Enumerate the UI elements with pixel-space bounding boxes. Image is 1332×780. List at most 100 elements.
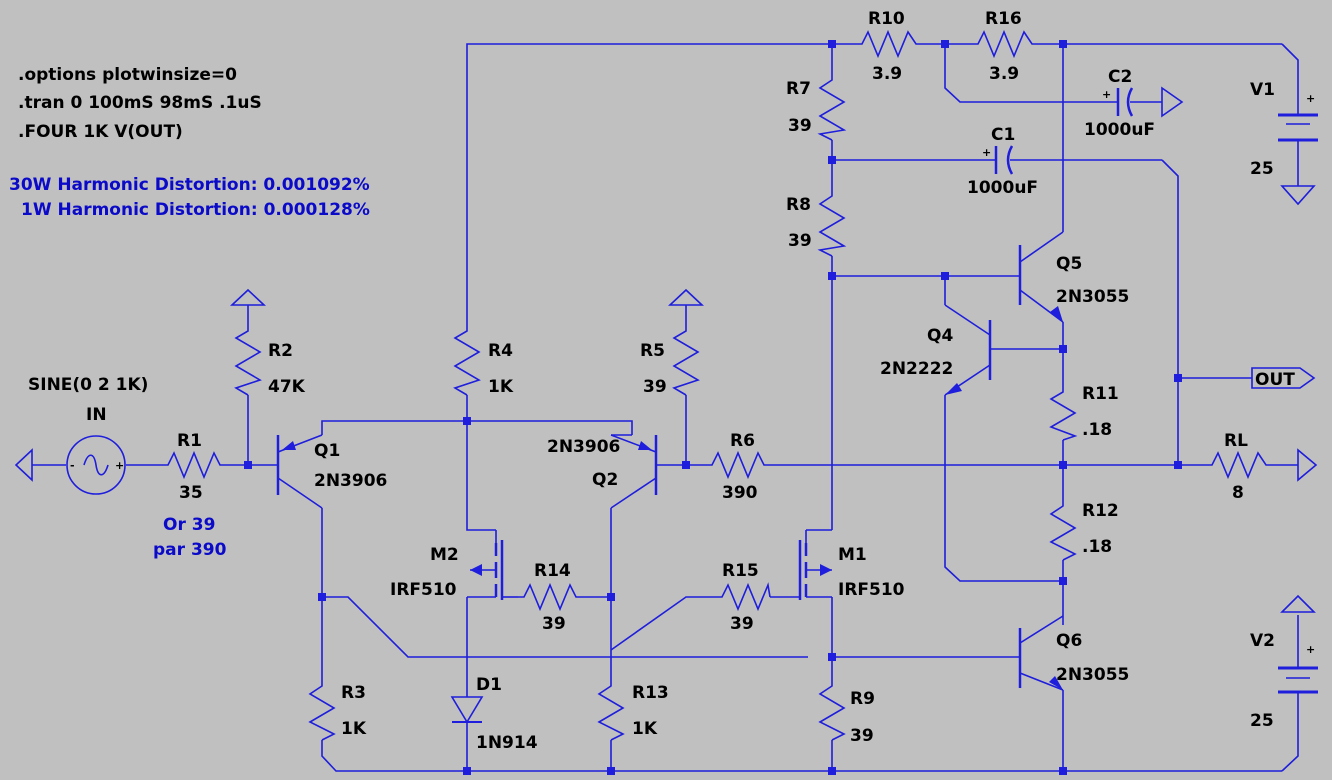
capacitor-c1[interactable]: + xyxy=(982,145,1014,175)
v1-value: 25 xyxy=(1250,159,1274,179)
v1-name: V1 xyxy=(1250,80,1275,100)
source-spec: SINE(0 2 1K) xyxy=(28,375,148,395)
input-port-arrow[interactable] xyxy=(14,448,33,482)
resistor-r13[interactable] xyxy=(597,680,625,741)
note-r1-alt-2[interactable]: par 390 xyxy=(153,540,227,560)
out-port-label: OUT xyxy=(1255,370,1295,390)
r7-value: 39 xyxy=(788,116,812,136)
r5-supply-arrow[interactable] xyxy=(667,288,705,306)
r9-value: 39 xyxy=(850,726,874,746)
resistor-r6[interactable] xyxy=(706,450,770,480)
junction-dots xyxy=(244,40,1182,775)
r8-value: 39 xyxy=(788,231,812,251)
wires xyxy=(32,43,1299,772)
r14-name: R14 xyxy=(534,561,571,581)
source-plus-sign: + xyxy=(115,459,124,472)
r12-value: .18 xyxy=(1082,537,1112,557)
mosfet-m1[interactable] xyxy=(798,530,832,600)
c1-plus-sign: + xyxy=(982,146,991,159)
resistor-r9[interactable] xyxy=(818,680,846,741)
v2-name: V2 xyxy=(1250,631,1275,651)
c1-value: 1000uF xyxy=(967,178,1038,198)
transistor-q2[interactable] xyxy=(610,434,658,509)
resistor-r5[interactable] xyxy=(672,325,700,396)
resistor-r14[interactable] xyxy=(518,582,582,612)
note-r1-alt-1[interactable]: Or 39 xyxy=(163,515,215,535)
v1-ground-arrow[interactable] xyxy=(1280,185,1316,206)
sine-source-in[interactable]: - + xyxy=(66,435,126,495)
m2-value: IRF510 xyxy=(390,580,457,600)
r15-name: R15 xyxy=(722,561,759,581)
resistor-r11[interactable] xyxy=(1049,386,1078,441)
v2-value: 25 xyxy=(1250,711,1274,731)
transistor-q1[interactable] xyxy=(276,434,323,509)
resistor-r12[interactable] xyxy=(1049,500,1077,561)
r11-value: .18 xyxy=(1082,420,1112,440)
directive-tran[interactable]: .tran 0 100mS 98mS .1uS xyxy=(18,93,262,113)
resistor-r4[interactable] xyxy=(453,325,481,396)
resistor-rl[interactable] xyxy=(1206,450,1272,480)
resistor-r3[interactable] xyxy=(308,680,336,741)
out-port-flag[interactable] xyxy=(1251,367,1316,389)
diode-d1[interactable] xyxy=(450,696,484,730)
resistor-r10[interactable] xyxy=(856,29,922,59)
q4-name: Q4 xyxy=(927,326,953,346)
transistor-q6[interactable] xyxy=(1018,615,1064,691)
mosfet-m2[interactable] xyxy=(470,530,504,600)
r5-value: 39 xyxy=(643,377,667,397)
r6-name: R6 xyxy=(730,431,755,451)
r2-name: R2 xyxy=(268,341,293,361)
r15-value: 39 xyxy=(730,614,754,634)
source-name: IN xyxy=(86,405,107,425)
note-distortion-30w[interactable]: 30W Harmonic Distortion: 0.001092% xyxy=(9,175,370,195)
battery-v1[interactable]: + xyxy=(1278,88,1318,152)
c2-plus-sign: + xyxy=(1102,88,1111,101)
transistor-q4[interactable] xyxy=(944,304,992,396)
r5-name: R5 xyxy=(640,341,665,361)
r6-value: 390 xyxy=(722,483,758,503)
rl-value: 8 xyxy=(1232,483,1244,503)
resistor-r16[interactable] xyxy=(972,29,1038,59)
d1-value: 1N914 xyxy=(476,733,538,753)
q2-value: 2N3906 xyxy=(547,437,620,457)
r11-name: R11 xyxy=(1082,384,1119,404)
rl-ground-arrow[interactable] xyxy=(1297,448,1318,482)
q5-name: Q5 xyxy=(1056,254,1082,274)
transistor-q5[interactable] xyxy=(1018,231,1064,323)
q6-value: 2N3055 xyxy=(1056,665,1129,685)
q5-value: 2N3055 xyxy=(1056,287,1129,307)
resistor-r15[interactable] xyxy=(716,582,771,612)
q6-name: Q6 xyxy=(1056,631,1082,651)
m1-name: M1 xyxy=(838,545,867,565)
resistor-r8[interactable] xyxy=(817,190,847,257)
r2-value: 47K xyxy=(268,377,306,397)
m2-name: M2 xyxy=(430,545,459,565)
r8-name: R8 xyxy=(786,195,811,215)
r13-value: 1K xyxy=(632,719,658,739)
q1-value: 2N3906 xyxy=(314,471,387,491)
directive-options[interactable]: .options plotwinsize=0 xyxy=(18,65,237,85)
r12-name: R12 xyxy=(1082,501,1119,521)
m1-value: IRF510 xyxy=(838,580,905,600)
c2-ground-arrow[interactable] xyxy=(1161,86,1184,118)
r16-value: 3.9 xyxy=(989,64,1019,84)
battery-v2[interactable]: + xyxy=(1278,643,1318,720)
r7-name: R7 xyxy=(786,79,811,99)
rl-name: RL xyxy=(1224,431,1248,451)
r16-name: R16 xyxy=(985,9,1022,29)
r9-name: R9 xyxy=(850,689,875,709)
capacitor-c2[interactable]: + xyxy=(1102,87,1134,117)
r4-name: R4 xyxy=(488,341,513,361)
r3-value: 1K xyxy=(341,719,367,739)
v1-plus-sign: + xyxy=(1306,92,1315,105)
resistor-r7[interactable] xyxy=(817,74,847,141)
r10-value: 3.9 xyxy=(872,64,902,84)
v2-ground-arrow[interactable] xyxy=(1280,594,1316,613)
note-distortion-1w[interactable]: 1W Harmonic Distortion: 0.000128% xyxy=(21,200,370,220)
resistor-r2[interactable] xyxy=(234,325,262,396)
c2-name: C2 xyxy=(1108,67,1132,87)
r2-supply-arrow[interactable] xyxy=(229,288,267,306)
directive-four[interactable]: .FOUR 1K V(OUT) xyxy=(18,122,183,142)
c1-name: C1 xyxy=(991,125,1015,145)
resistor-r1[interactable] xyxy=(162,450,226,480)
